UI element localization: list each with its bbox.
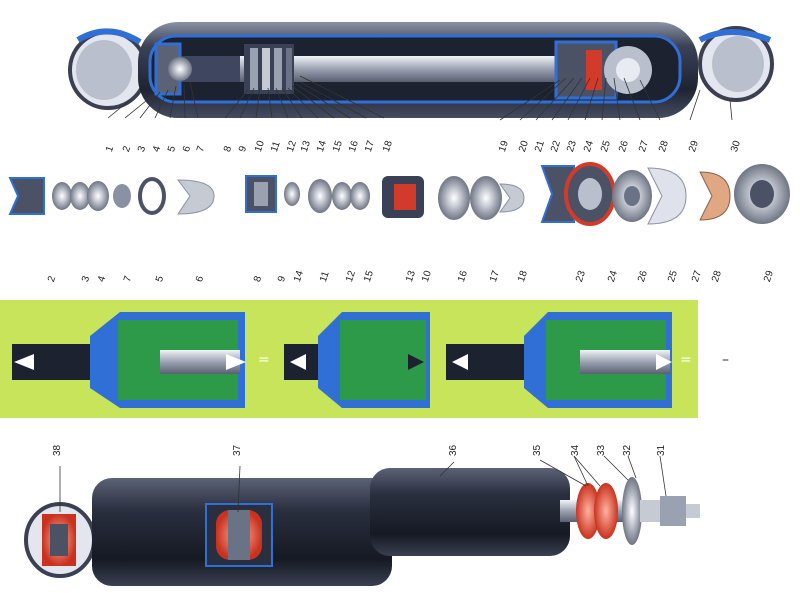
compression-valve	[154, 42, 192, 96]
part-18	[499, 183, 525, 213]
part-6	[176, 179, 215, 215]
part-2	[8, 177, 45, 215]
part-label: 33	[596, 444, 607, 456]
bottom-bush-left	[576, 483, 600, 539]
equals-sign-2: =	[680, 352, 692, 368]
part-11	[308, 179, 332, 213]
part-label: 37	[232, 444, 243, 456]
piston-assembly	[244, 44, 294, 94]
flow-panel-1	[12, 312, 246, 408]
part-label: 34	[570, 444, 581, 456]
bottom-bush-right	[594, 483, 618, 539]
bottom-dust-cover	[370, 468, 570, 556]
flow-panels	[0, 300, 698, 418]
dash-mark: –	[722, 352, 729, 368]
part-5	[138, 177, 166, 215]
right-eye-bracket	[698, 26, 774, 102]
part-16	[438, 176, 470, 220]
part-label: 32	[622, 444, 633, 456]
part-27	[699, 171, 731, 221]
part-23	[540, 165, 575, 223]
part-3	[52, 182, 72, 210]
bottom-exterior	[24, 455, 700, 586]
bottom-leader-lines	[59, 455, 667, 513]
bottom-left-eye	[24, 502, 96, 578]
bottom-washer	[622, 477, 642, 545]
flow-panel-2	[284, 312, 430, 408]
piston-rod	[180, 56, 600, 82]
part-label: 31	[656, 444, 667, 456]
part-12	[332, 182, 352, 210]
part-4	[87, 181, 109, 211]
flow-panel-3	[446, 312, 672, 408]
part-15	[350, 182, 370, 210]
equals-sign-1: =	[258, 352, 270, 368]
part-label: 35	[532, 444, 543, 456]
part-17	[470, 176, 502, 220]
exploded-parts	[8, 162, 790, 226]
part-label: 36	[448, 444, 459, 456]
part-25	[647, 167, 687, 225]
bottom-nut	[660, 496, 686, 526]
part-14	[284, 182, 300, 206]
part-7	[113, 184, 131, 208]
top-leader-lines	[107, 75, 733, 121]
left-eye-bracket	[68, 28, 148, 110]
rod-guide	[554, 40, 652, 100]
part-label: 38	[52, 444, 63, 456]
top-cutaway	[68, 22, 774, 121]
